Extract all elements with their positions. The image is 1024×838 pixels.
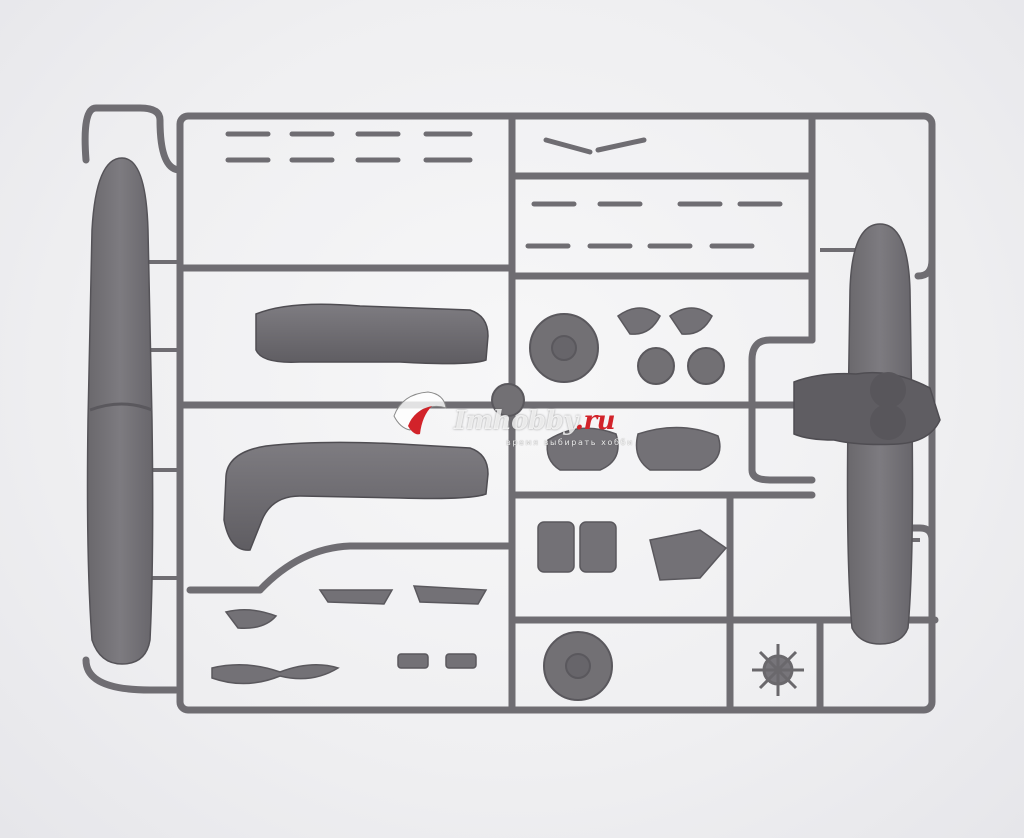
watermark-tagline: время выбирать хобби	[506, 438, 634, 447]
upper-wing-part	[86, 157, 154, 665]
engine-cowl-part	[793, 371, 941, 446]
small-parts	[211, 307, 728, 685]
watermark-site-tld: .ru	[574, 406, 616, 436]
wheel-parts	[491, 313, 725, 701]
radial-engine-part	[752, 644, 804, 696]
fuselage-half-lower	[223, 441, 489, 551]
watermark-site-main: Imhobby	[454, 406, 575, 436]
watermark: Imhobby.ru время выбирать хобби	[388, 386, 648, 456]
helmet-wing-logo-icon	[393, 391, 447, 435]
fuselage-half-upper	[255, 303, 489, 365]
watermark-site: Imhobby.ru	[454, 406, 616, 436]
sprue-frame	[81, 104, 939, 714]
strut-parts	[225, 131, 783, 249]
